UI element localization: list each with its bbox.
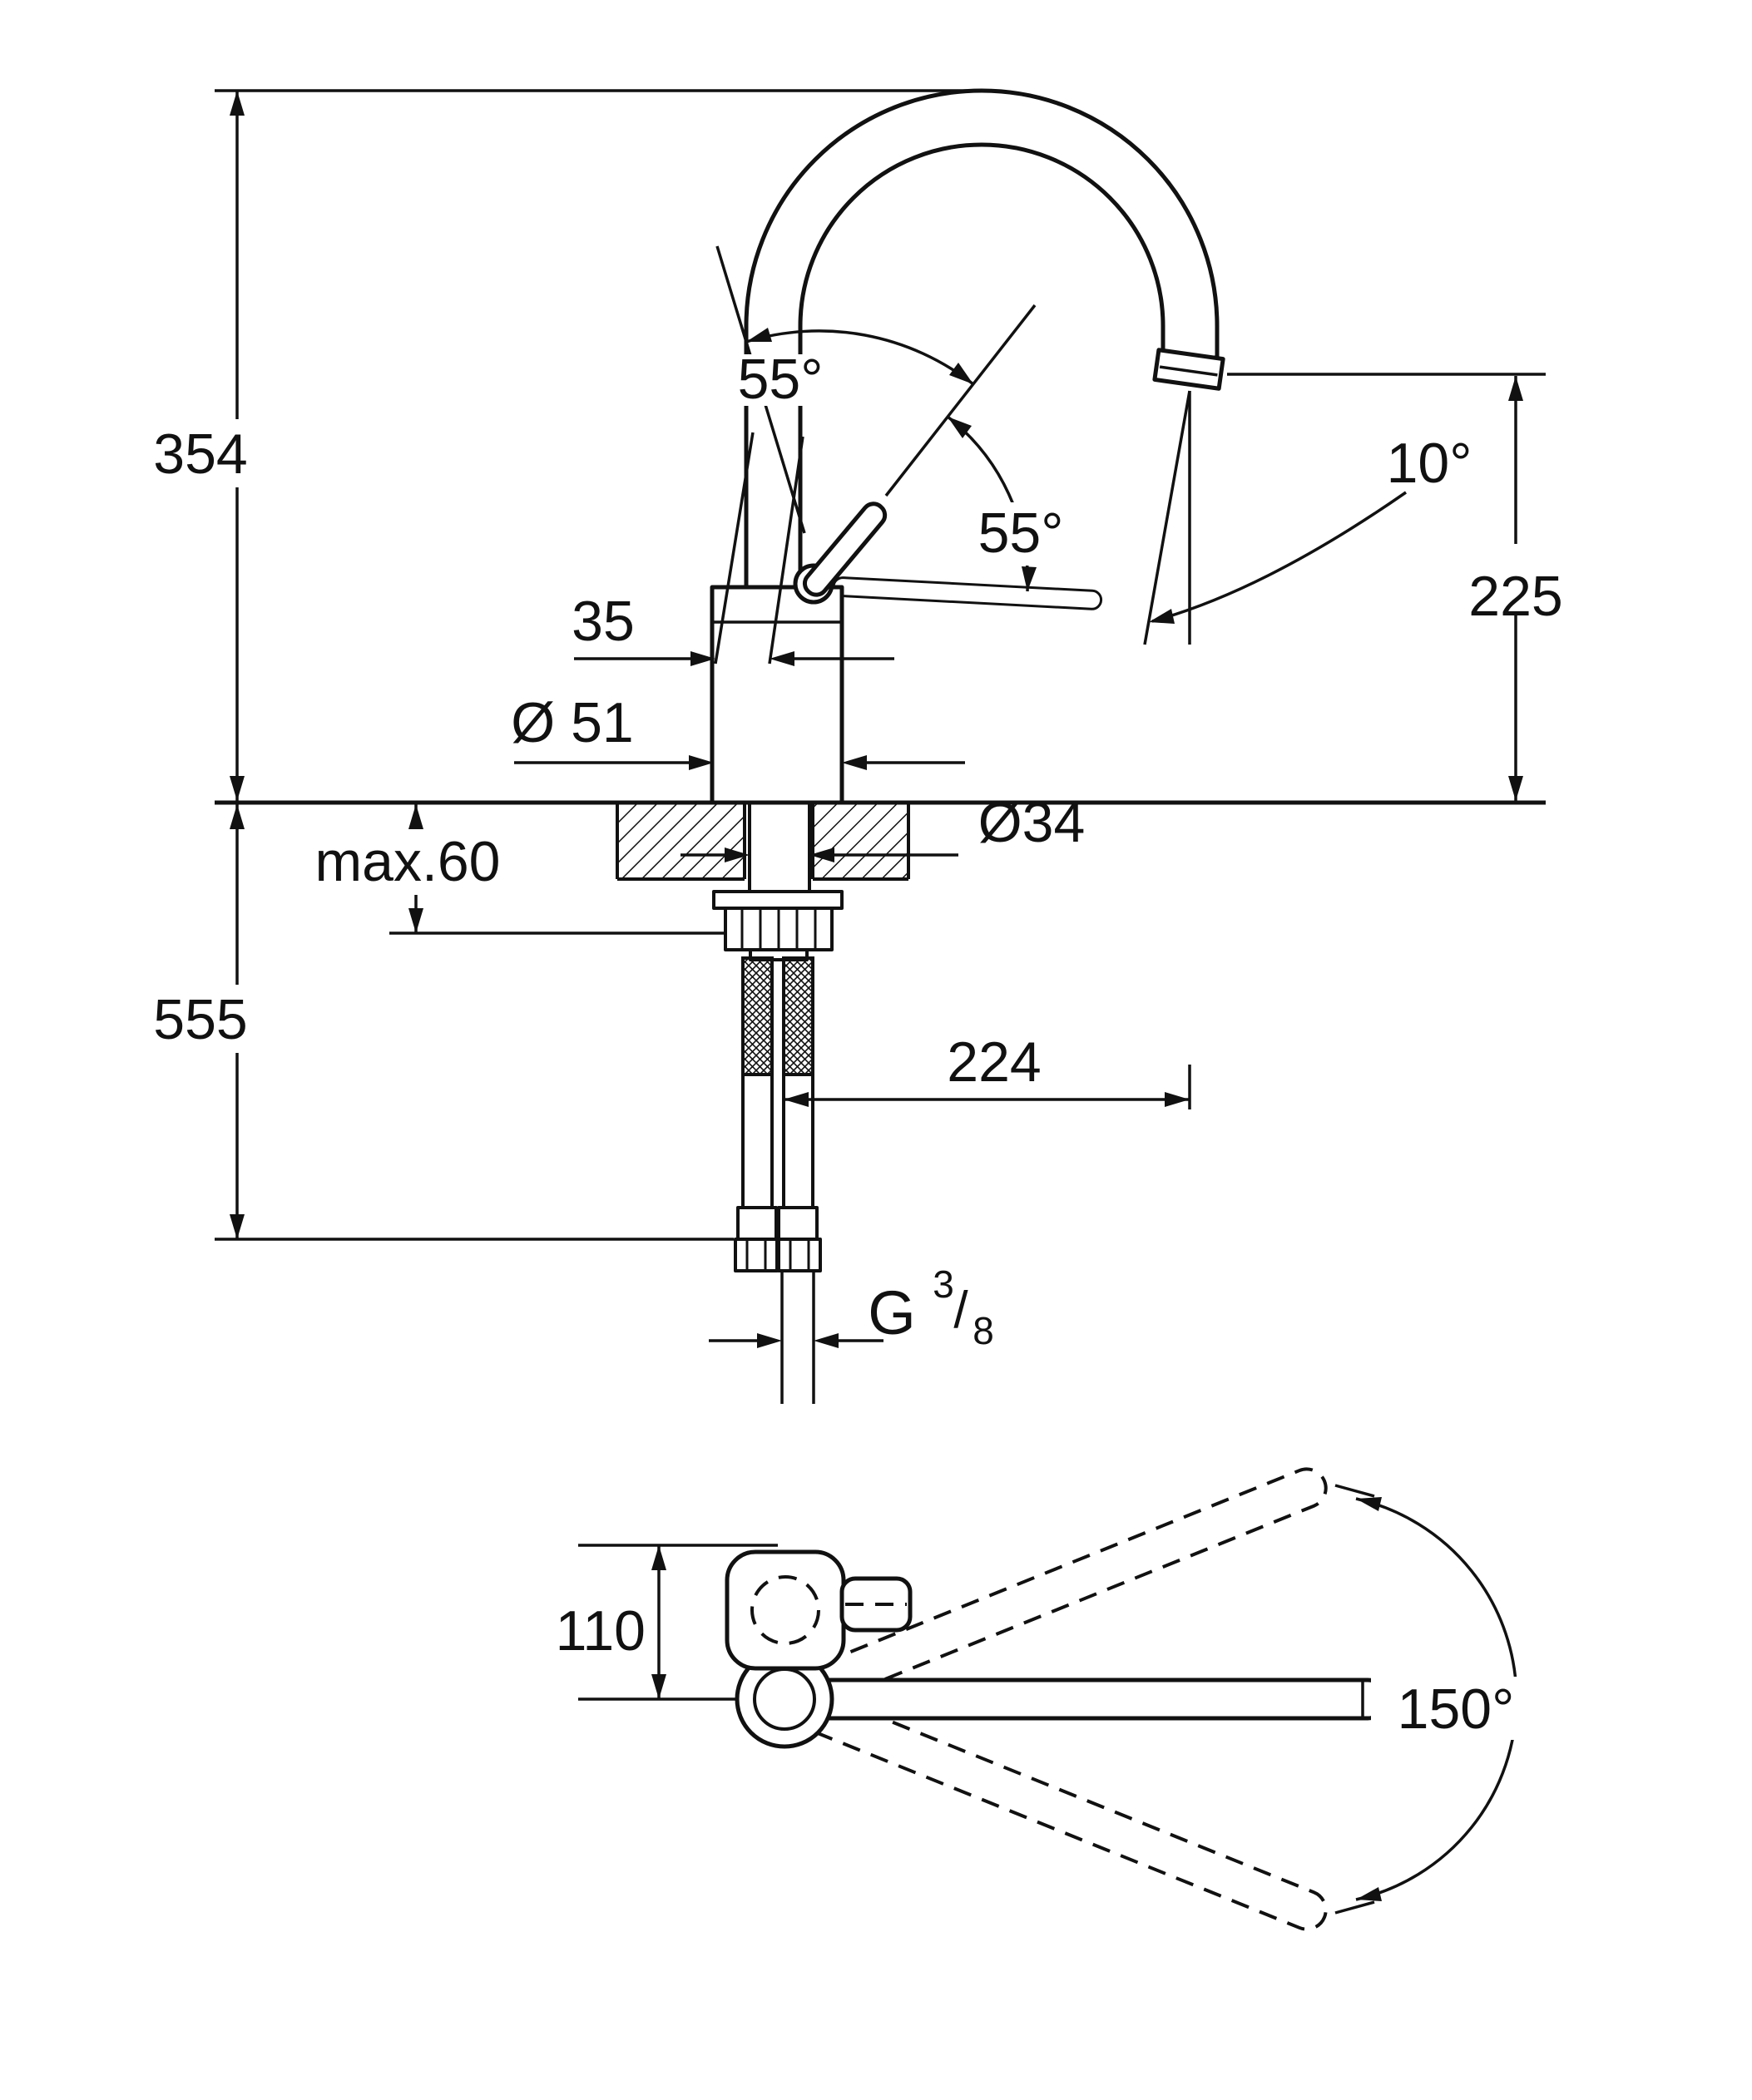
thread-slash-label: / (953, 1282, 968, 1339)
mounting-flange (712, 890, 844, 910)
braided-hose-right (782, 956, 814, 1076)
mounting-nut-knurl (740, 908, 817, 950)
spout-top-view (782, 1678, 1389, 1721)
handle-lever (802, 502, 888, 597)
dim-height-below: 555 (146, 804, 255, 1239)
dim-thread: G 3 / 8 (709, 1262, 994, 1352)
counter-edges (616, 803, 910, 881)
dim-hole-diameter-label: Ø34 (978, 791, 1086, 854)
thread-prefix-label: G (868, 1278, 916, 1347)
dim-mount-thickness-label: max.60 (315, 830, 501, 893)
mounting-shank (748, 801, 811, 897)
thread-denominator-label: 8 (973, 1309, 994, 1352)
dim-body-depth: 110 (556, 1544, 778, 1701)
dim-spout-reach-label: 224 (947, 1030, 1041, 1094)
dim-spout-reach: 224 (784, 1030, 1190, 1107)
dim-height-below-label: 555 (153, 988, 247, 1051)
hose-nut-flats (745, 1239, 810, 1271)
body-top-view (725, 1549, 846, 1671)
thread-numerator-label: 3 (933, 1262, 954, 1306)
dim-spout-tilt: 10° (1143, 390, 1472, 1109)
swivel-ring-inner (753, 1668, 816, 1731)
dim-mount-thickness: max.60 (296, 804, 519, 933)
top-view: 110 150° (556, 1467, 1541, 1931)
handle-alt-position (832, 576, 1103, 610)
dim-hole-diameter: Ø34 (681, 791, 1085, 862)
dim-height-above: 354 (146, 91, 255, 801)
countertop (215, 800, 1546, 881)
hose-nut-right (777, 1238, 822, 1272)
dim-handle-offset-label: 35 (572, 590, 635, 653)
dim-handle-angle-back: 55° (946, 415, 1083, 592)
hose-collar-right (777, 1206, 819, 1241)
dim-height-above-label: 354 (153, 422, 247, 486)
dim-body-depth-label: 110 (556, 1599, 646, 1663)
counter-hatch-left (617, 804, 745, 879)
dim-spout-tilt-label: 10° (1387, 432, 1472, 495)
aerator (1152, 348, 1225, 391)
counter-hatch-right (813, 804, 908, 879)
cartridge-hidden-circle (750, 1575, 820, 1645)
dim-outlet-height-label: 225 (1468, 565, 1562, 628)
hose-nut-left (734, 1238, 779, 1272)
spout-arc (744, 88, 1220, 593)
dim-body-diameter-label: Ø 51 (511, 691, 633, 754)
mounting-hardware (712, 801, 844, 961)
dim-swivel-range: 150° (1334, 1484, 1541, 1915)
dim-outlet-height: 225 (1451, 376, 1581, 801)
dimensions-side: 354 555 max.60 35 (146, 89, 1581, 1352)
hose-left-lower (741, 1073, 774, 1209)
dim-handle-offset: 35 (572, 432, 894, 666)
dim-body-diameter: Ø 51 (511, 691, 965, 770)
braided-hose-left (741, 956, 774, 1076)
dim-handle-angle-front: 55° (715, 245, 1037, 534)
connection-hoses (734, 956, 822, 1404)
dim-handle-angle-back-label: 55° (978, 502, 1064, 565)
dim-swivel-range-label: 150° (1398, 1678, 1515, 1741)
dim-handle-angle-front-label: 55° (738, 348, 824, 411)
hose-collar-left (736, 1206, 778, 1241)
side-view (215, 88, 1546, 1404)
